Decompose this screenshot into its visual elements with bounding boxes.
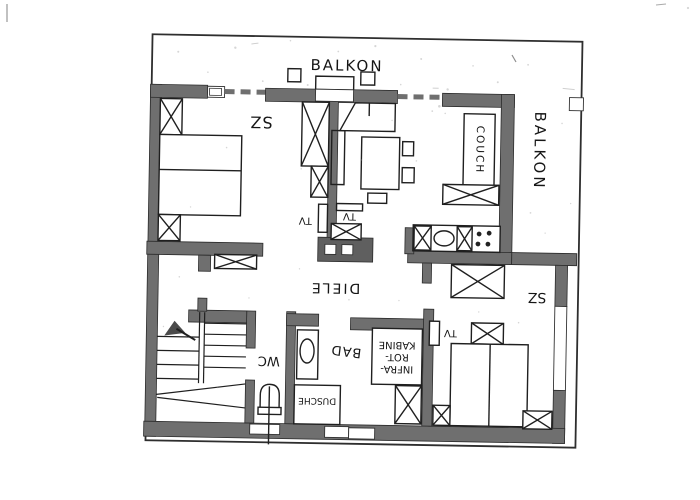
sink [433,230,455,247]
sz-top-left-label: SZ [249,112,272,131]
bathroom: DUSCHE BAD KABINE ROT- INFRA- [293,327,424,426]
flower-box-left [287,67,302,83]
balcony-threshold-dashed-2 [397,94,443,100]
scan-noise [162,39,575,389]
tv-label: TV [343,210,357,221]
infra-label-line3: KABINE [379,339,416,351]
balcony-right: BALKON [530,111,549,190]
staircase [156,312,247,409]
chair [366,192,388,205]
sideboard [213,253,258,270]
up-arrow [164,320,196,341]
walls [143,75,578,444]
bedroom-top-left: TV SZ [157,97,331,242]
infra-label-line1: INFRA- [380,363,414,375]
dresser [470,322,505,346]
dusche-label: DUSCHE [298,395,336,406]
hall: DIELE [213,253,361,296]
dining-table [360,136,401,191]
cabinet [394,384,423,425]
tv-set [335,202,364,212]
nightstand [522,410,553,430]
tv-label: TV [299,214,313,225]
wardrobe [450,263,506,300]
balkon-top-label: BALKON [310,56,383,75]
diele-label: DIELE [310,279,361,296]
balcony-door-opening [314,88,355,103]
washbasin [295,329,320,380]
tv-set [428,320,441,347]
living-room: COUCH TV [330,102,501,254]
window-shower [324,425,350,439]
sz-bottom-right-label: SZ [528,289,547,305]
flower-box-right [359,71,376,86]
infrared-cabin: KABINE ROT- INFRA- [370,327,424,386]
bad-label: BAD [330,341,362,360]
chair [401,166,415,184]
wardrobe [300,101,331,199]
stove [475,230,492,247]
bedroom-bottom-right: SZ TV [428,263,553,430]
tv-stand [330,222,362,241]
balcony-top: BALKON [287,56,384,86]
chimney [317,236,374,263]
sideboard [441,183,500,207]
chair [401,140,415,157]
window-bath [348,427,376,440]
wc-label: WC [258,353,280,368]
nightstand [432,404,451,427]
corner-bench [330,102,397,186]
nightstand [159,97,184,136]
nightstand [157,213,182,242]
scan-artifacts [6,3,690,63]
balkon-right-label: BALKON [530,111,549,190]
couch-label: COUCH [473,126,486,175]
kitchen-counter [412,224,501,254]
window-wc [249,423,281,435]
tv-label: TV [444,327,458,338]
balcony-rail-box [568,97,584,112]
toilet [257,383,282,445]
infra-label-line2: ROT- [385,351,409,362]
couch: COUCH [462,113,496,187]
double-bed [449,342,529,428]
double-bed [157,133,243,217]
balcony-threshold-dashed [224,89,266,95]
balcony-door-swing [314,75,355,90]
window-right [552,305,568,391]
shower [293,384,342,426]
wc-room: WC [257,353,282,445]
tv-set [317,203,329,234]
floor-plan: BALKON BALKON [143,33,584,449]
